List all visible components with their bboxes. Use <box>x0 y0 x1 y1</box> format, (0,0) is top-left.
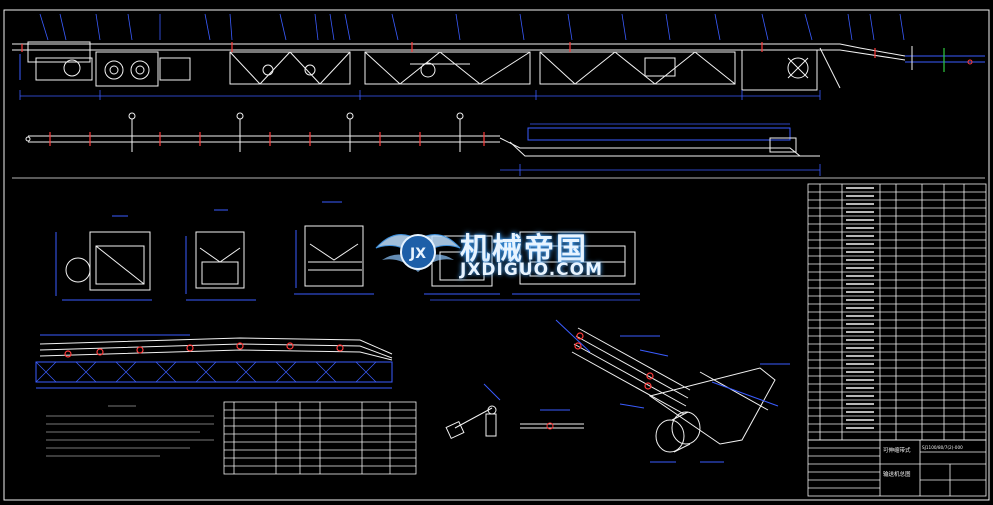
belt-storage-view <box>35 334 393 389</box>
detail-sketches <box>445 319 790 463</box>
watermark: JX 机械帝国 JXDIGUO.COM <box>372 218 647 290</box>
section-view-a <box>55 215 152 301</box>
detail-tensioner <box>555 319 691 415</box>
section-views <box>55 201 640 301</box>
section-view-c <box>294 201 374 295</box>
truss-frame-1 <box>229 51 351 85</box>
detail-lever <box>445 383 501 440</box>
technical-requirements-notes <box>46 405 214 457</box>
section-view-e <box>512 231 640 295</box>
title-block-drawing-code: SJ1100/80/7(2)-000 <box>922 445 963 450</box>
top-callout-leaders <box>39 13 905 41</box>
watermark-logo-icon: JX <box>375 234 461 272</box>
detail-shaft <box>520 409 584 430</box>
parts-list-table <box>807 183 987 441</box>
spec-table <box>223 401 417 475</box>
watermark-title-cn: 机械帝国 <box>460 232 588 267</box>
head-section <box>741 47 841 91</box>
title-block-name-line2: 输送机总图 <box>883 470 911 478</box>
truss-frame-2 <box>364 51 531 85</box>
side-elevation-view <box>12 13 985 100</box>
section-view-b <box>185 209 256 301</box>
title-block: 可伸缩带式 输送机总图 SJ1100/80/7(2)-000 <box>807 439 987 497</box>
detail-roller-assembly <box>648 363 790 463</box>
title-block-name-line1: 可伸缩带式 <box>883 446 911 454</box>
watermark-logo-letters: JX <box>409 246 426 262</box>
watermark-site: JXDIGUO.COM <box>460 260 604 280</box>
plan-view <box>12 112 985 179</box>
drawing-border <box>3 9 990 501</box>
truss-frame-3 <box>539 51 736 85</box>
